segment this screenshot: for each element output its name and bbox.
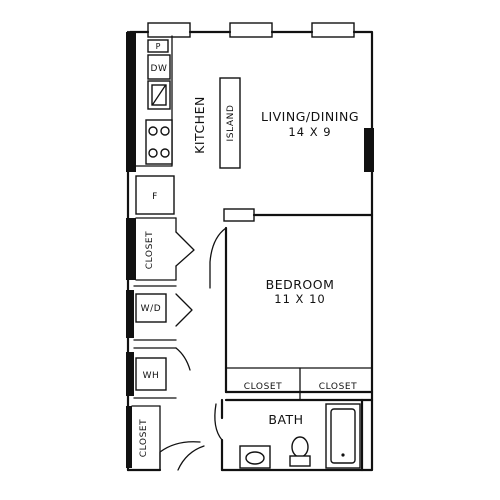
fridge-box bbox=[135, 175, 175, 215]
entry-closet-label: CLOSET bbox=[139, 419, 149, 458]
entry-door-swing bbox=[159, 441, 201, 471]
burner-icon bbox=[160, 148, 170, 158]
bedroom-dims: 11 X 10 bbox=[274, 292, 325, 306]
dishwasher-label: DW bbox=[150, 64, 167, 74]
wh-door-swing bbox=[175, 347, 191, 371]
bedroom-closet-left-label: CLOSET bbox=[244, 382, 283, 392]
island-label: ISLAND bbox=[226, 104, 236, 141]
pantry-label: P bbox=[156, 42, 161, 51]
exterior-wall-top-right bbox=[128, 30, 374, 402]
bedroom-door-swing bbox=[209, 227, 227, 289]
water-heater-label: WH bbox=[143, 371, 160, 381]
bathtub-basin-icon bbox=[330, 408, 356, 464]
closet-wall-solid bbox=[126, 218, 136, 280]
wh-wall-solid bbox=[126, 352, 134, 396]
bath-label: BATH bbox=[268, 412, 303, 427]
pantry-box bbox=[147, 39, 169, 53]
window-1 bbox=[147, 22, 191, 38]
toilet-icon bbox=[291, 436, 309, 458]
stove-icon bbox=[145, 119, 173, 165]
exterior-wall-bottom bbox=[126, 398, 374, 472]
kitchen-label: KITCHEN bbox=[192, 96, 207, 154]
dishwasher-box bbox=[147, 54, 171, 80]
island-counter bbox=[219, 77, 241, 169]
tub-drain-icon bbox=[341, 453, 345, 457]
kitchen-wall-solid bbox=[126, 32, 136, 172]
wall-stub bbox=[223, 208, 255, 222]
washer-dryer-label: W/D bbox=[141, 304, 162, 314]
living-dining-dims: 14 X 9 bbox=[288, 125, 331, 139]
entry-closet-wall-solid bbox=[126, 406, 132, 468]
living-wall-accent bbox=[364, 128, 374, 172]
burner-icon bbox=[160, 126, 170, 136]
water-heater-box bbox=[135, 357, 167, 391]
sink-faucet-icon bbox=[152, 85, 166, 105]
wd-wall-solid bbox=[126, 290, 134, 338]
bedroom-label: BEDROOM bbox=[266, 277, 335, 292]
bedroom-closet-right-label: CLOSET bbox=[319, 382, 358, 392]
living-dining-label: LIVING/DINING bbox=[261, 109, 359, 124]
hall-closet-label: CLOSET bbox=[145, 231, 155, 270]
burner-icon bbox=[148, 126, 158, 136]
sink-bowl-icon bbox=[245, 451, 265, 465]
washer-dryer-box bbox=[135, 293, 167, 323]
burner-icon bbox=[148, 148, 158, 158]
bath-door-swing bbox=[214, 403, 223, 441]
hall-closet-bifold-door bbox=[175, 231, 195, 267]
window-3 bbox=[311, 22, 355, 38]
window-2 bbox=[229, 22, 273, 38]
entry-door-swing-2 bbox=[177, 445, 205, 471]
toilet-tank-icon bbox=[289, 455, 311, 467]
fridge-label: F bbox=[152, 192, 158, 202]
wd-bifold-door bbox=[175, 293, 193, 327]
